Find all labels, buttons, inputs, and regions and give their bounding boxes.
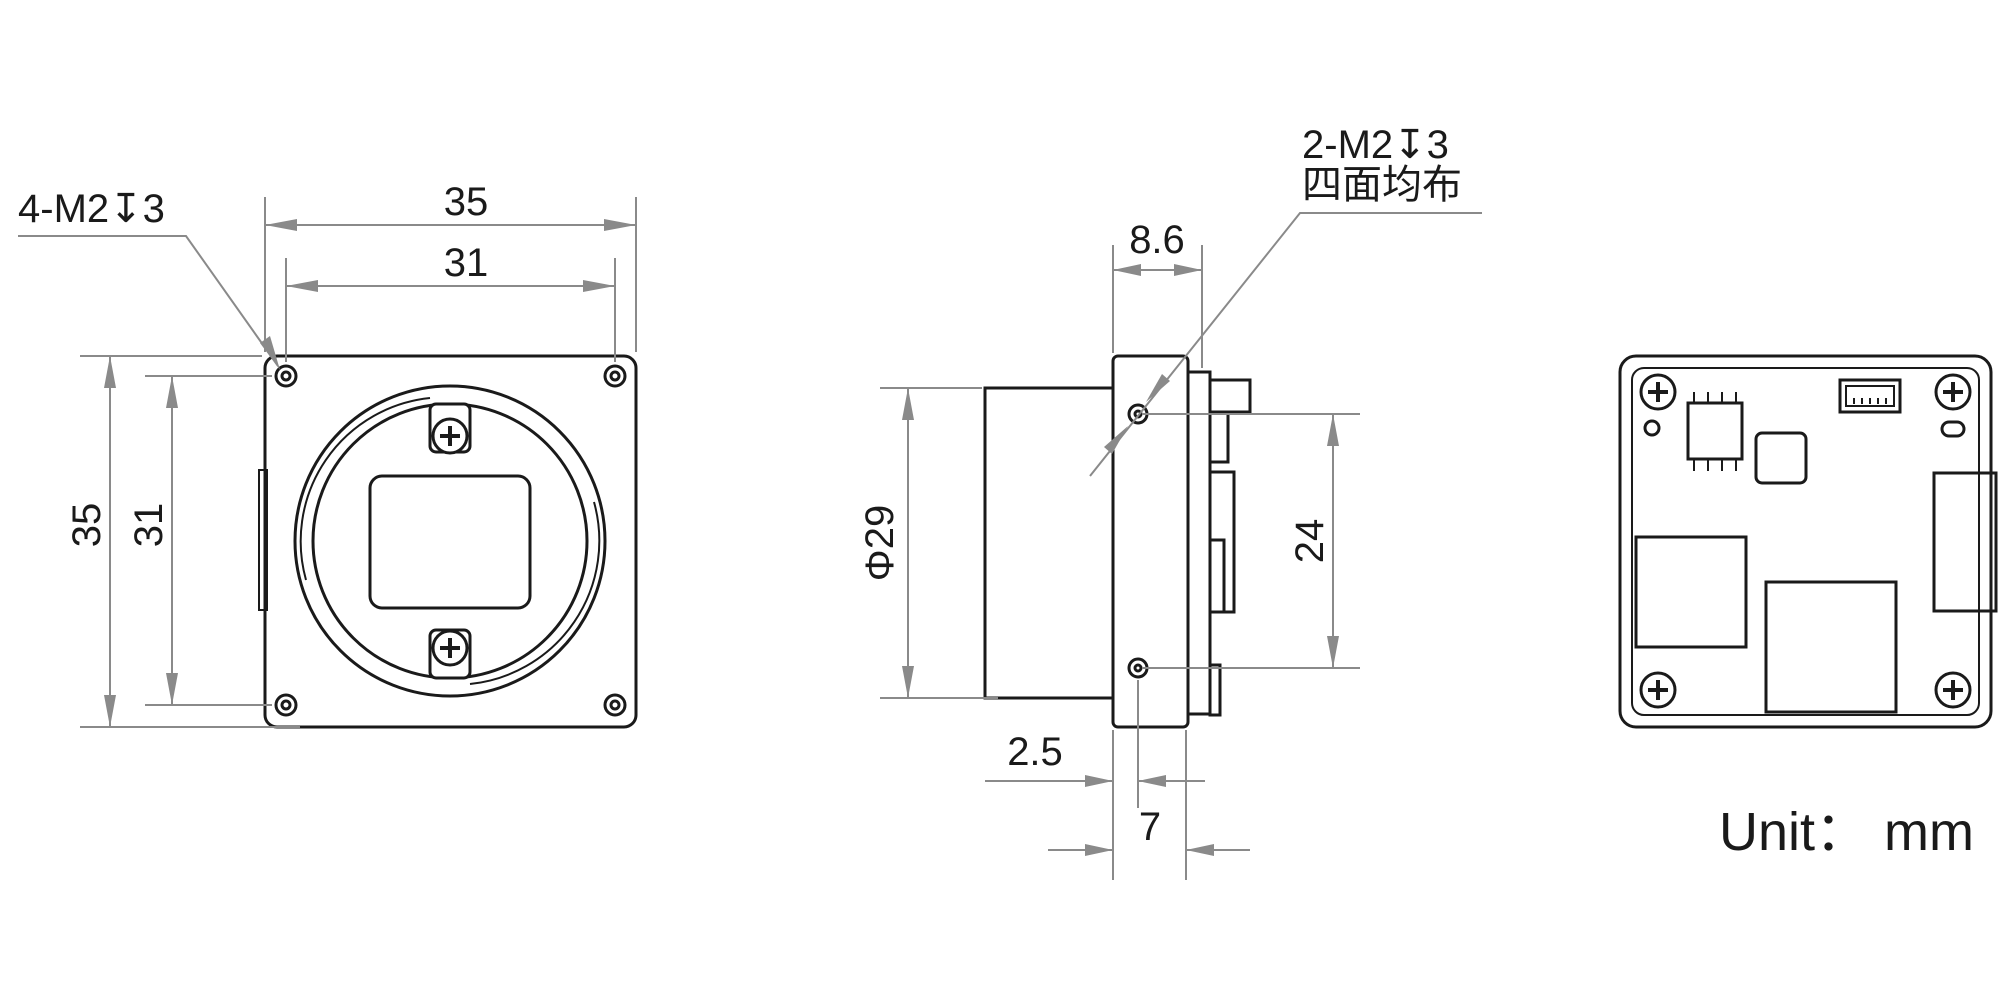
dim-front-offset-label: 2.5 xyxy=(1007,730,1063,774)
phillips-screw-icon xyxy=(1934,373,1972,411)
back-small-hole xyxy=(1643,419,1661,437)
front-body-outline xyxy=(263,354,638,729)
front-hole-callout: 4-M2↧3 xyxy=(18,187,165,231)
sensor-window xyxy=(368,474,532,610)
phillips-screw-icon xyxy=(431,417,469,455)
front-corner-hole xyxy=(274,364,298,388)
lens-mount-retainer-arc xyxy=(299,397,431,581)
front-callout-leader xyxy=(18,235,279,367)
lens-mount-outer-ring xyxy=(293,384,607,698)
back-body-outline xyxy=(1618,354,1993,729)
dim-height-inner-label: 31 xyxy=(127,503,171,548)
side-component xyxy=(1208,663,1222,717)
front-side-tab xyxy=(258,469,268,611)
back-view xyxy=(1618,354,1998,729)
back-component-left xyxy=(1634,535,1748,649)
front-corner-hole xyxy=(274,693,298,717)
dim-width-outer-label: 35 xyxy=(444,180,489,224)
dim-hole-spacing-label: 24 xyxy=(1288,519,1332,564)
side-connector-top xyxy=(1208,378,1252,414)
unit-label: Unit： mm xyxy=(1719,802,1974,862)
side-rear-plate xyxy=(1186,370,1212,716)
side-hole-callout-line2: 四面均布 xyxy=(1302,163,1462,207)
side-usb-connector xyxy=(1208,470,1236,614)
dim-top-label: 8.6 xyxy=(1129,218,1185,262)
side-hole-callout-line1: 2-M2↧3 xyxy=(1302,123,1449,167)
lens-mount-retainer-arc xyxy=(469,501,601,685)
side-component xyxy=(1208,538,1226,614)
back-gpio-connector xyxy=(1838,378,1902,414)
dim-depth-label: 7 xyxy=(1139,805,1161,849)
back-inductor xyxy=(1754,431,1808,485)
side-view: 8.6 Φ29 24 2.5 7 2-M2↧3 四面均布 xyxy=(858,123,1482,880)
back-chip xyxy=(1686,401,1744,461)
dim-diameter-label: Φ29 xyxy=(858,505,902,581)
phillips-screw-icon xyxy=(431,629,469,667)
side-component xyxy=(1208,410,1230,464)
phillips-screw-icon xyxy=(1639,671,1677,709)
phillips-screw-icon xyxy=(1934,671,1972,709)
dim-height-outer-label: 35 xyxy=(65,503,109,548)
front-corner-hole xyxy=(603,693,627,717)
back-panel-inner xyxy=(1631,367,1980,716)
back-slot-hole xyxy=(1940,420,1966,438)
front-view: 35 31 35 31 4-M2↧3 xyxy=(18,180,638,729)
side-lens-mount xyxy=(983,386,1115,700)
side-body xyxy=(1111,354,1190,729)
front-corner-hole xyxy=(603,364,627,388)
phillips-screw-icon xyxy=(1639,373,1677,411)
back-usb-port xyxy=(1932,471,1998,613)
back-component-bottom xyxy=(1764,580,1898,714)
dim-width-inner-label: 31 xyxy=(444,241,489,285)
